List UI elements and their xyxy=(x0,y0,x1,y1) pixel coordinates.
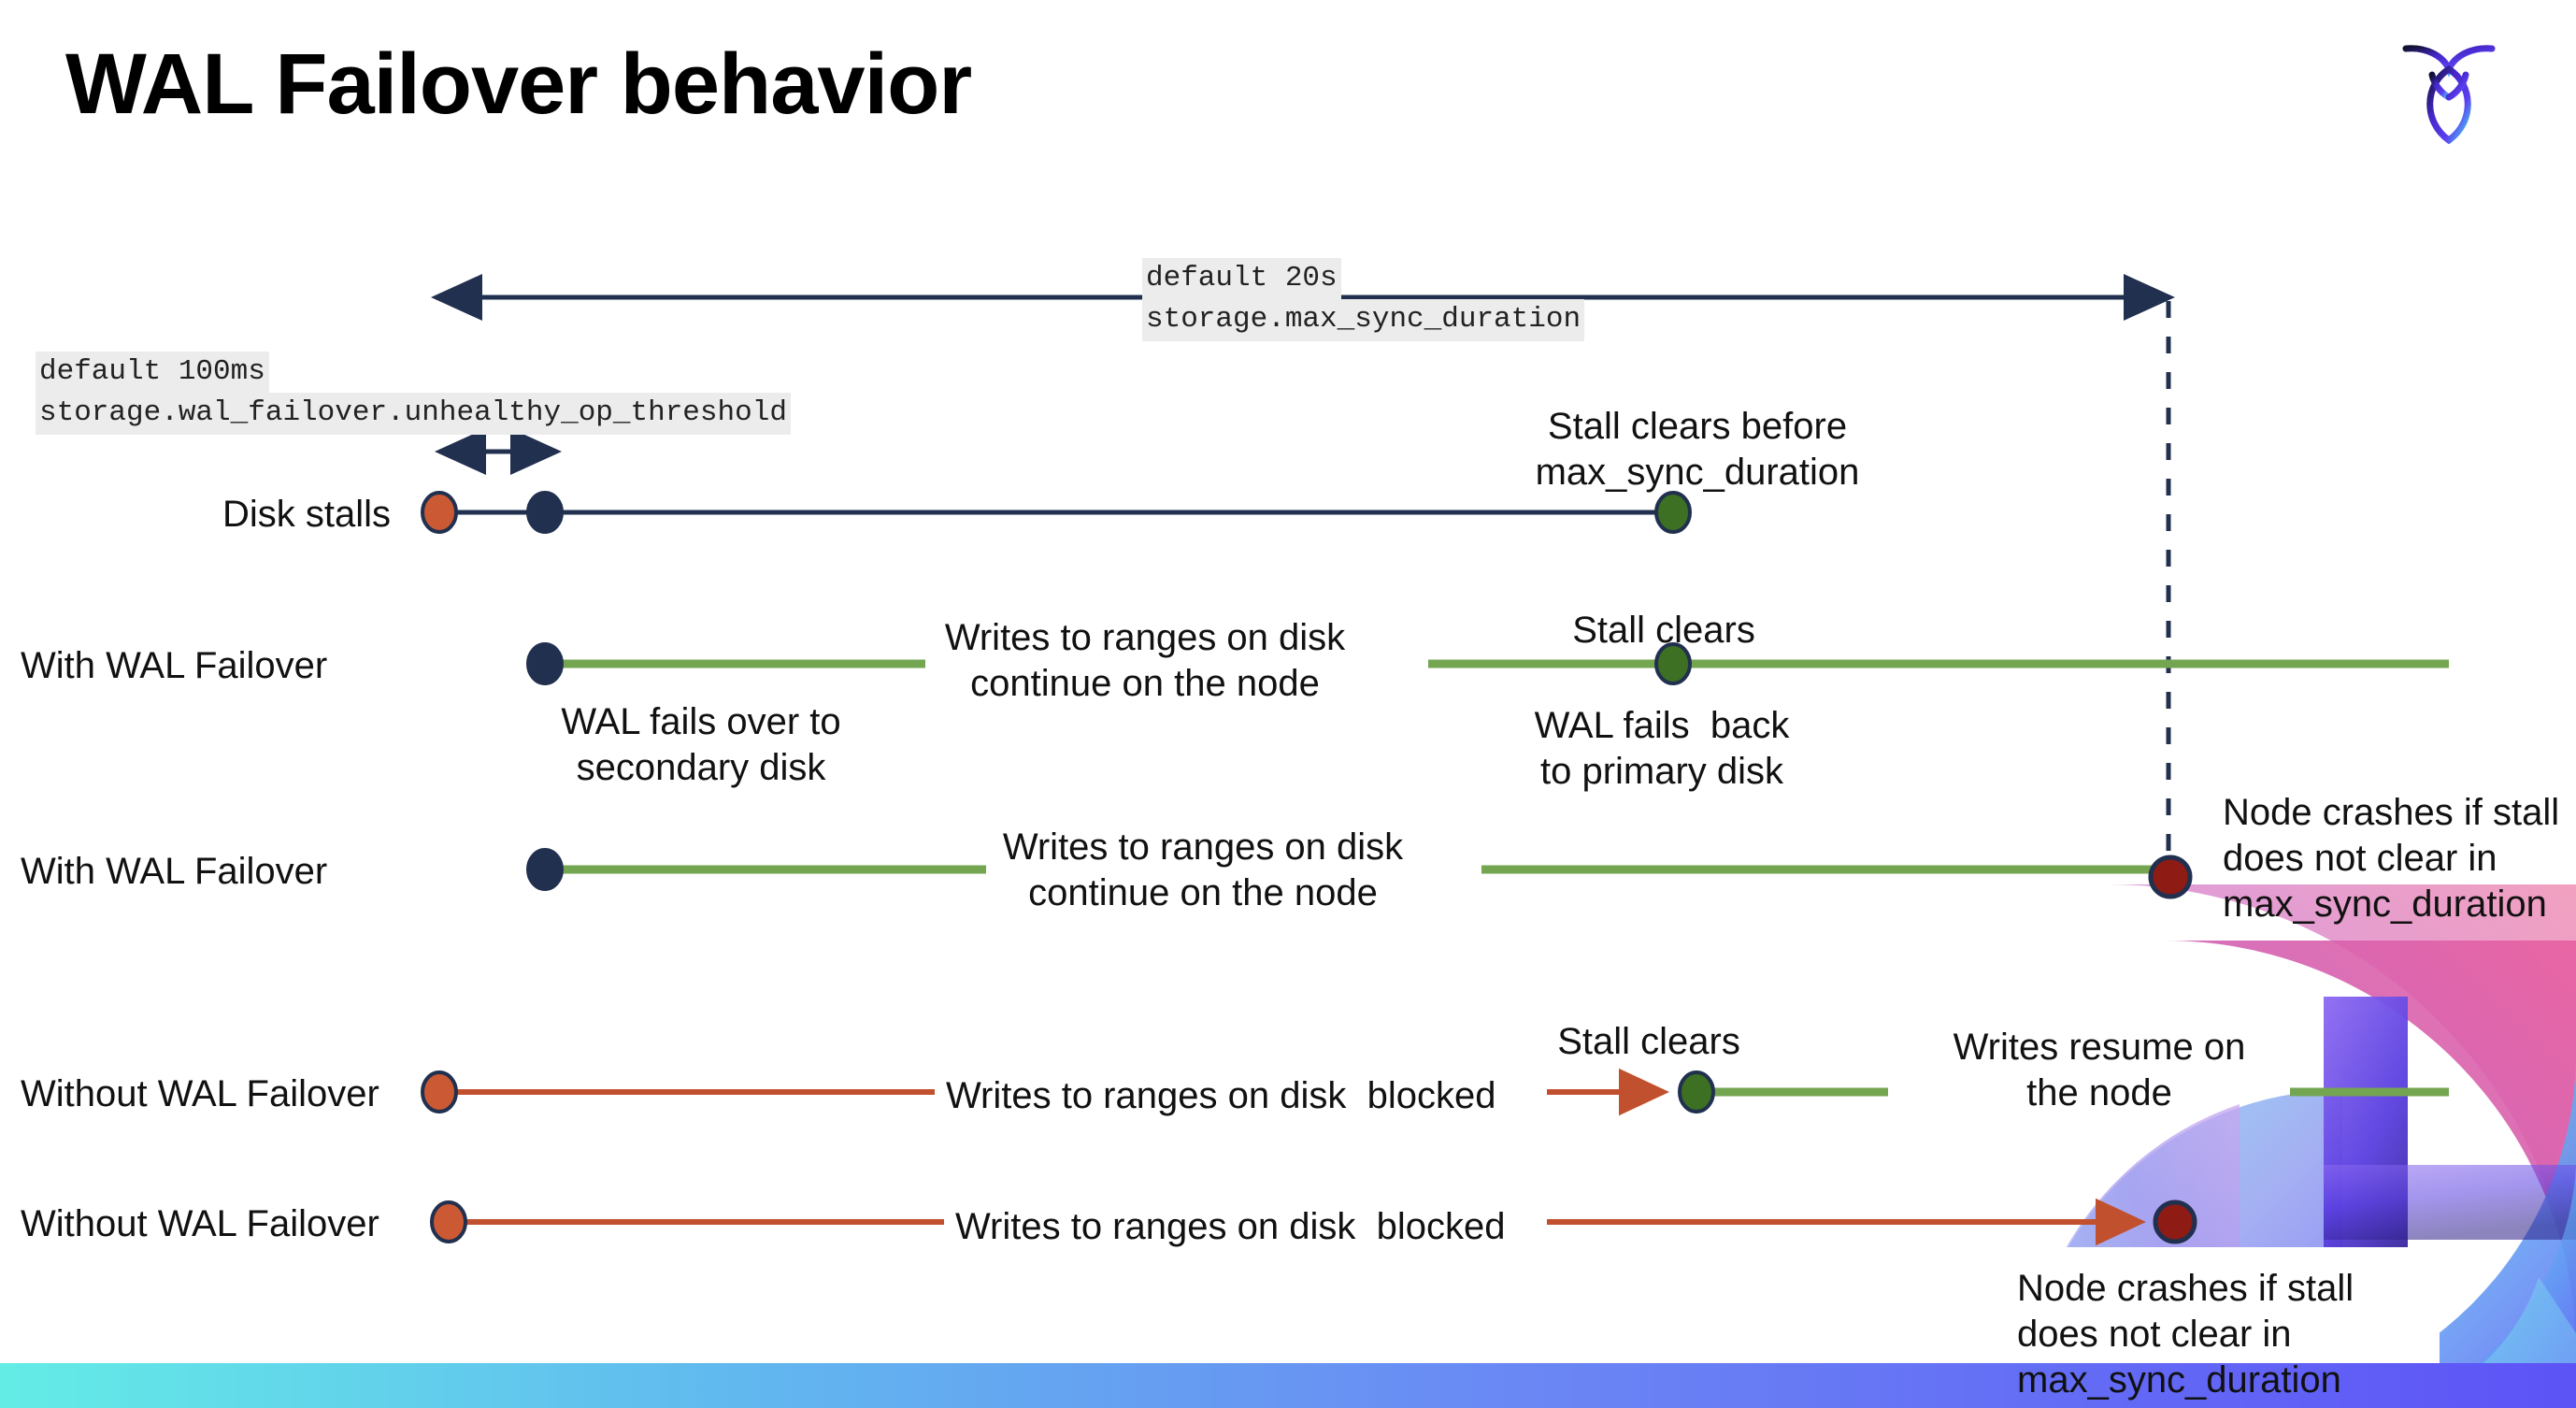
max-sync-setting-name: storage.max_sync_duration xyxy=(1142,299,1585,341)
unhealthy-threshold-default-label: default 100ms xyxy=(36,352,269,394)
max-sync-default-label: default 20s xyxy=(1142,258,1341,300)
row-with-wal-failover-1-track xyxy=(526,642,2449,685)
annotation-writes-continue-row2: Writes to ranges on disk continue on the… xyxy=(944,617,1346,704)
annotation-wal-fails-back-primary: WAL fails back to primary disk xyxy=(1534,705,1790,792)
max-sync-duration-setting-block: default 20s storage.max_sync_duration xyxy=(1142,258,1585,341)
row-disk-stalls-track xyxy=(421,491,1692,534)
annotation-node-crashes-row3: Node crashes if stall does not clear in … xyxy=(2223,792,2560,925)
unhealthy-threshold-setting-block: default 100ms storage.wal_failover.unhea… xyxy=(36,352,791,435)
annotation-writes-continue-row3: Writes to ranges on disk continue on the… xyxy=(1002,826,1404,913)
row-label-without-wal-failover-1: Without WAL Failover xyxy=(21,1073,379,1114)
row-label-with-wal-failover-1: With WAL Failover xyxy=(21,645,328,686)
bottom-gradient-bar xyxy=(0,1363,2576,1408)
annotation-writes-blocked-row5: Writes to ranges on disk blocked xyxy=(955,1206,1506,1247)
annotation-stall-clears-row4: Stall clears xyxy=(1557,1021,1740,1062)
annotation-writes-resume-row4: Writes resume on the node xyxy=(1953,1027,2246,1113)
cockroach-labs-logo-icon xyxy=(2393,30,2505,151)
page-title: WAL Failover behavior xyxy=(65,36,972,132)
row-label-with-wal-failover-2: With WAL Failover xyxy=(21,851,328,892)
annotation-stall-clears-before-max-sync: Stall clears before max_sync_duration xyxy=(1535,406,1860,493)
row-without-wal-failover-2-track xyxy=(430,1198,2197,1246)
row-label-disk-stalls: Disk stalls xyxy=(222,494,392,535)
annotation-writes-blocked-row4: Writes to ranges on disk blocked xyxy=(946,1075,1496,1116)
annotation-stall-clears-row2: Stall clears xyxy=(1572,610,1755,651)
annotation-node-crashes-row5: Node crashes if stall does not clear in … xyxy=(2017,1268,2354,1401)
unhealthy-threshold-setting-name: storage.wal_failover.unhealthy_op_thresh… xyxy=(36,393,791,435)
row-without-wal-failover-1-track xyxy=(421,1068,2449,1116)
row-with-wal-failover-2-track xyxy=(526,848,2193,899)
row-label-without-wal-failover-2: Without WAL Failover xyxy=(21,1203,379,1244)
annotation-wal-fails-over-secondary: WAL fails over to secondary disk xyxy=(561,701,841,788)
